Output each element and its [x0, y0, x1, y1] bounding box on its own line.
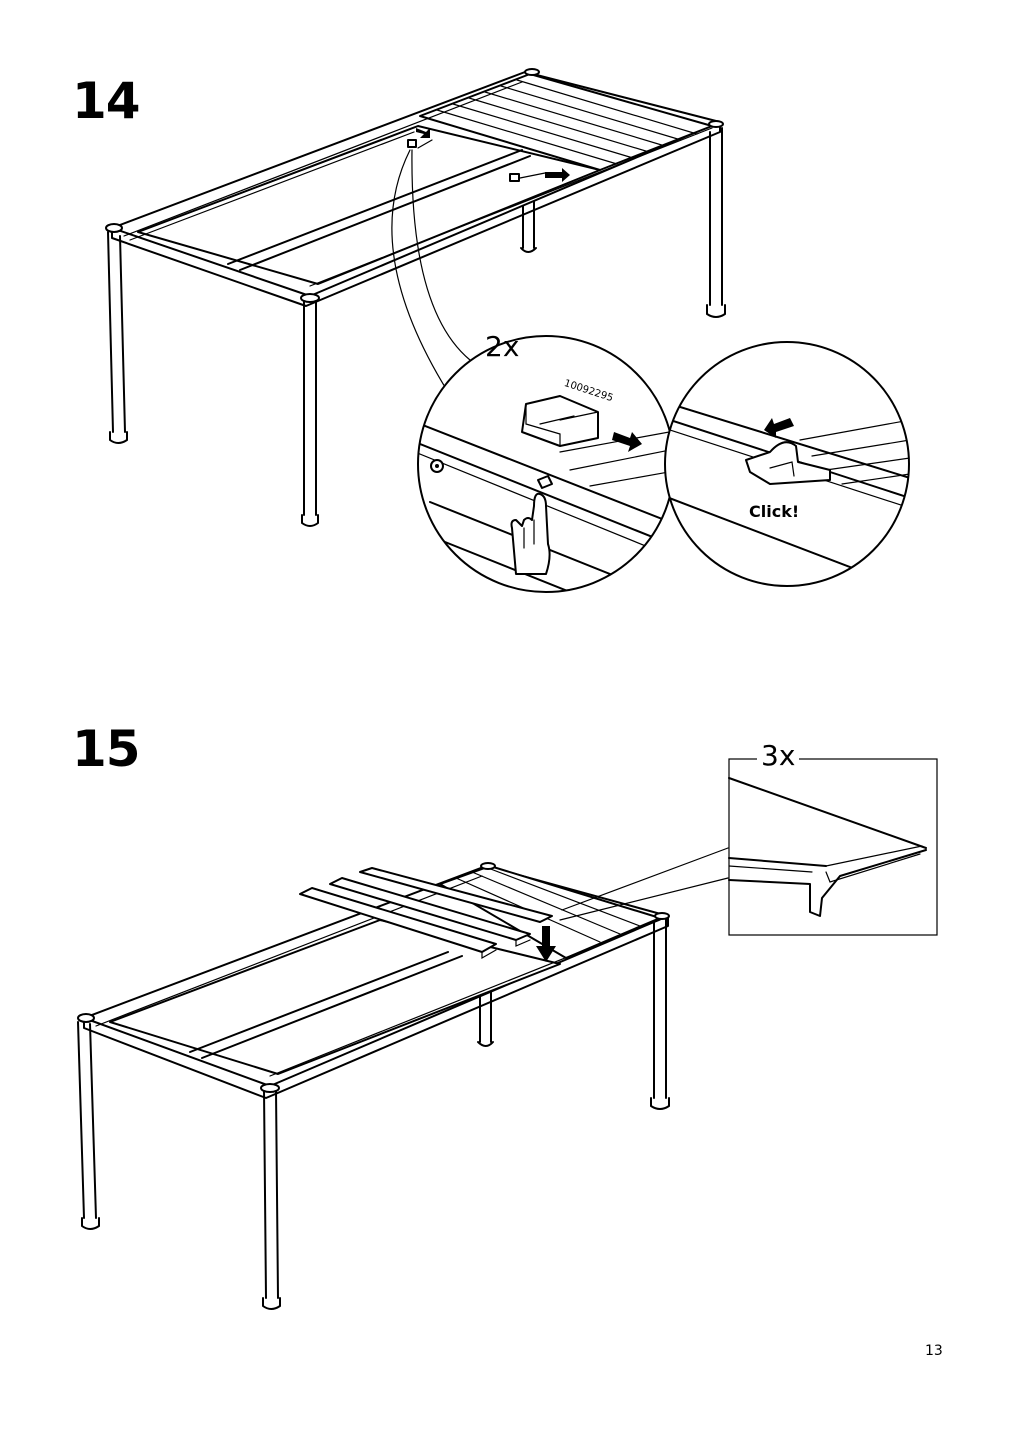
step14-slats [436, 79, 698, 165]
step14-detail-circle-click [664, 341, 910, 587]
step14-detail-circle-insert [417, 335, 675, 593]
step-15-number: 15 [72, 720, 141, 778]
step15-detail-box [728, 758, 938, 936]
loose-slat [329, 877, 531, 941]
loose-slat [299, 887, 497, 953]
arrow-icon [612, 432, 642, 452]
arrow-icon [416, 128, 430, 138]
step-15-quantity: 3x [757, 742, 800, 770]
arrow-icon [536, 926, 556, 962]
arrow-icon [545, 168, 570, 182]
arrow-icon [764, 418, 794, 438]
pointing-hand-icon [510, 492, 551, 575]
step-14-quantity: 2x [485, 330, 520, 363]
loose-slat [359, 867, 553, 923]
step14-table-illustration [105, 68, 726, 527]
click-label: Click! [749, 502, 800, 521]
page-number: 13 [925, 1343, 943, 1359]
step15-table-illustration [77, 847, 729, 1310]
detail-callout-line [391, 149, 471, 393]
step-14-number: 14 [72, 72, 141, 130]
